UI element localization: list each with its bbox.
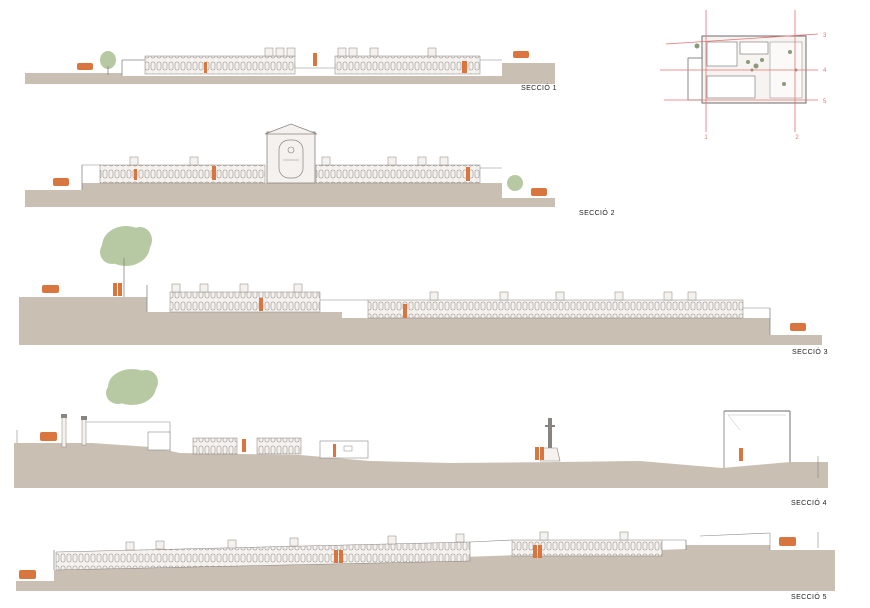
plan-marker: 3 — [823, 33, 827, 39]
section-4-ground — [14, 443, 828, 488]
section-3-niche-block — [169, 291, 321, 313]
section-1-drawing — [25, 47, 555, 84]
section-4-bench — [40, 432, 57, 441]
section-3-figure — [113, 283, 117, 296]
plan-marker: 2 — [795, 135, 799, 141]
section-3-bench — [790, 323, 806, 331]
section-3-niche-block — [367, 299, 744, 319]
section-2-ground — [25, 183, 555, 207]
section-2-niche-block — [99, 164, 266, 184]
section-5-drawing — [16, 531, 835, 591]
section-5-figure — [334, 550, 338, 563]
section-2-bench — [531, 188, 547, 196]
section-1-tree — [100, 51, 116, 69]
key-plan: 1 2 3 4 5 — [660, 10, 827, 141]
section-3-tree — [100, 226, 152, 266]
section-5-niche-block — [55, 541, 471, 571]
section-4-figure — [242, 439, 246, 452]
section-4-figure — [739, 448, 743, 461]
section-4-label: SECCIÓ 4 — [791, 500, 827, 507]
section-2-label: SECCIÓ 2 — [579, 210, 615, 217]
section-4-chimney — [81, 418, 87, 446]
section-1-figure — [204, 62, 207, 73]
section-4-figure — [540, 447, 544, 460]
section-4-chimney — [61, 416, 67, 448]
section-3-figure — [259, 298, 263, 311]
section-1-figure — [462, 61, 467, 73]
section-3-ground — [19, 297, 822, 345]
section-5-ground — [16, 545, 835, 591]
section-1-niche-block — [144, 55, 296, 75]
section-3-figure — [118, 283, 122, 296]
section-2-figure — [212, 166, 216, 180]
section-3-drawing — [19, 226, 822, 345]
section-5-figure — [538, 545, 542, 558]
section-2-figure — [466, 167, 470, 181]
plan-marker: 4 — [823, 68, 827, 74]
section-1-niche-block — [334, 55, 481, 75]
section-3-bench — [42, 285, 59, 293]
section-1-ground — [25, 63, 555, 84]
section-4-drawing — [14, 369, 828, 488]
section-2-niche-block — [315, 164, 481, 184]
section-4-niche-block — [192, 437, 238, 455]
plan-section-line — [665, 33, 819, 45]
section-4-niche-block — [256, 437, 302, 455]
section-1-bench — [77, 63, 93, 70]
section-4-tree — [106, 369, 158, 405]
section-3-figure — [403, 304, 407, 318]
section-5-bench — [779, 537, 796, 546]
section-4-figure — [535, 447, 539, 460]
plan-marker: 5 — [823, 99, 827, 105]
section-2-tree — [507, 175, 523, 191]
section-4-figure — [333, 444, 336, 457]
section-2-chapel — [264, 123, 318, 184]
section-2-figure — [134, 169, 137, 180]
section-1-figure — [313, 53, 317, 66]
section-5-niche-block — [511, 539, 663, 557]
section-1-label: SECCIÓ 1 — [521, 85, 557, 92]
section-5-figure — [339, 550, 343, 563]
section-1-bench — [513, 51, 529, 58]
section-2-drawing — [25, 123, 555, 207]
section-5-label: SECCIÓ 5 — [791, 594, 827, 601]
plan-marker: 1 — [704, 135, 708, 141]
section-2-bench — [53, 178, 69, 186]
section-4-pavilion — [723, 410, 791, 468]
section-3-label: SECCIÓ 3 — [792, 349, 828, 356]
section-5-figure — [533, 545, 537, 558]
section-5-bench — [19, 570, 36, 579]
